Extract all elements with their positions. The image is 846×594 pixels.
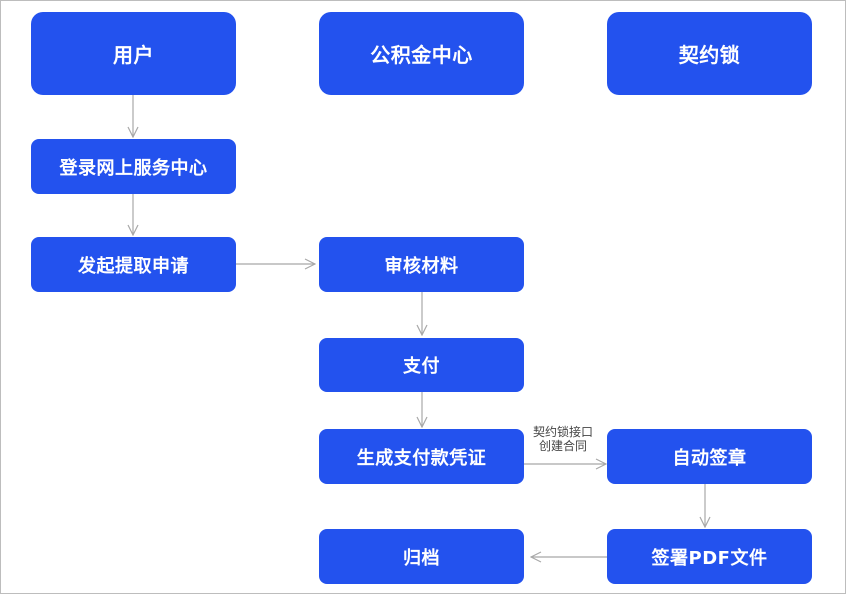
edge-label-line-2: 创建合同 [538,439,587,453]
node-apply: 发起提取申请 [31,237,236,292]
edge-label-contract-api: 契约锁接口 创建合同 [528,425,598,453]
lane-header-user: 用户 [31,12,236,95]
node-login: 登录网上服务中心 [31,139,236,194]
lane-header-fund-center: 公积金中心 [319,12,524,95]
node-voucher: 生成支付款凭证 [319,429,524,484]
edge-label-line-1: 契约锁接口 [532,425,593,439]
node-review: 审核材料 [319,237,524,292]
node-archive: 归档 [319,529,524,584]
lane-header-contract-lock: 契约锁 [607,12,812,95]
node-sign-pdf: 签署PDF文件 [607,529,812,584]
node-pay: 支付 [319,338,524,392]
node-auto-seal: 自动签章 [607,429,812,484]
